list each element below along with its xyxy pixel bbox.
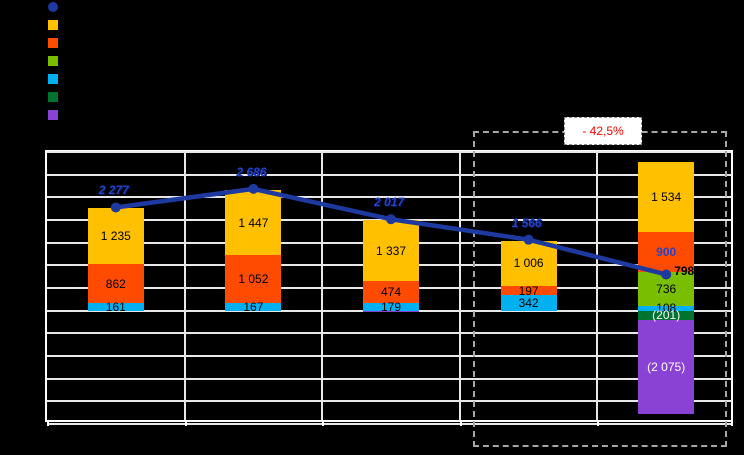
gridline-vertical	[458, 152, 461, 420]
legend-marker-series-red-icon	[48, 38, 58, 48]
gridline-horizontal	[47, 377, 731, 380]
gridline-horizontal	[47, 151, 731, 153]
line-point-marker	[248, 183, 259, 194]
bar-segment-cyan	[500, 295, 557, 311]
line-point-label: 2 277	[98, 183, 129, 198]
bar-segment-cyan	[638, 305, 695, 311]
bar-segment-label: 1 235	[100, 229, 131, 244]
total-line	[110, 183, 672, 280]
bar-segment-label: 179	[380, 299, 402, 314]
line-point-marker	[523, 234, 534, 245]
gridline-horizontal	[47, 355, 731, 357]
line-point-marker	[386, 214, 396, 225]
gridline-vertical	[183, 152, 186, 420]
bar-segment-label: 1 006	[513, 256, 544, 271]
bar-segment-label: 862	[105, 276, 126, 291]
legend-marker-series-dark-green-icon	[48, 92, 58, 102]
bar-segment-label: 197	[518, 283, 539, 298]
bar-segment-yellow	[638, 162, 695, 232]
bar-segment-cyan	[363, 302, 419, 311]
gridline-vertical	[321, 152, 324, 420]
gridline-horizontal	[47, 332, 731, 335]
bar-segment-red	[363, 281, 419, 303]
legend-marker-line-series-icon	[48, 2, 58, 12]
bar-segment-red	[87, 264, 144, 304]
bar-segment-red	[500, 286, 557, 296]
bar-segment-dark_green	[638, 310, 695, 320]
legend-item-series-dark-green	[48, 92, 58, 102]
legend-marker-series-purple-icon	[48, 110, 58, 120]
bar-segment-label: 108	[656, 301, 677, 316]
bar-segment-yellow	[363, 220, 419, 282]
axis-tick	[47, 420, 49, 426]
legend-marker-series-cyan-icon	[48, 74, 58, 84]
bar-segment-yellow	[225, 189, 282, 256]
axis-tick	[731, 420, 733, 426]
bar-segment-label: 736	[656, 282, 677, 297]
legend-item-series-yellow	[48, 20, 58, 30]
bar-segment-label: (201)	[652, 308, 681, 323]
line-point-marker	[661, 269, 672, 280]
bar-segment-label: 167	[243, 299, 264, 314]
decline-annotation: - 42,5%	[564, 117, 642, 145]
legend-item-line-series	[48, 2, 58, 12]
line-point-marker	[110, 202, 121, 213]
bar-segment-cyan	[225, 303, 282, 311]
legend-item-series-purple	[48, 110, 58, 120]
axis-tick	[184, 420, 187, 426]
bar-segment-purple	[363, 310, 419, 313]
legend-marker-series-yellow-icon	[48, 20, 58, 30]
line-point-label: 1 566	[511, 215, 542, 230]
legend-item-series-red	[48, 38, 58, 48]
decline-annotation-label: - 42,5%	[582, 124, 624, 138]
axis-tick	[322, 420, 325, 426]
gridline-vertical	[596, 152, 599, 420]
bar-segment-label: 900	[656, 245, 677, 259]
bar-segment-label: 1 052	[238, 272, 269, 287]
gridline-horizontal	[47, 423, 731, 425]
bar-segment-yellow	[500, 240, 557, 287]
bar-segment-purple	[638, 319, 695, 414]
legend-item-series-cyan	[48, 74, 58, 84]
legend-marker-series-green-icon	[48, 56, 58, 66]
bar-segment-label: 1 447	[238, 215, 269, 230]
bar-segment-cyan	[87, 303, 144, 311]
line-point-label: 2 017	[373, 195, 405, 210]
line-point-label: 2 686	[236, 164, 267, 179]
axis-tick	[459, 420, 462, 426]
bar-segment-label: 474	[380, 284, 402, 299]
bar-segment-yellow	[87, 208, 144, 265]
axis-tick	[597, 420, 600, 426]
bar-segment-label: 161	[105, 300, 126, 315]
bar-segment-label: 1 534	[651, 189, 682, 204]
gridline-horizontal	[47, 196, 731, 199]
line-point-label: 798	[674, 264, 695, 279]
bar-segment-label: (2 075)	[647, 359, 686, 374]
bar-segment-red	[225, 255, 282, 304]
legend-item-series-green	[48, 56, 58, 66]
bar-segment-label: 342	[518, 295, 539, 310]
gridline-horizontal	[47, 400, 731, 403]
bar-segment-label: 1 337	[375, 243, 407, 258]
bar-segment-red	[638, 231, 695, 273]
gridline-horizontal	[47, 173, 731, 176]
